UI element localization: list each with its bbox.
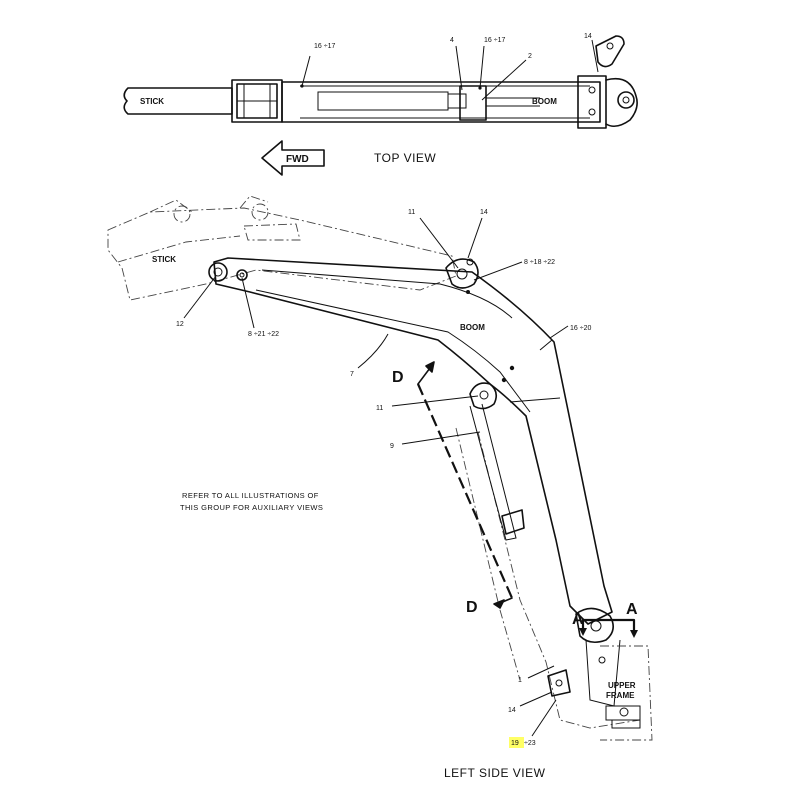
callout-16-20: 16 ÷20 <box>570 325 591 332</box>
top-boom-body <box>281 81 601 123</box>
boom-foot-pin <box>575 607 614 644</box>
fwd-label: FWD <box>286 154 309 165</box>
side-boom-label: BOOM <box>460 323 485 332</box>
section-d-cut-line <box>416 383 514 599</box>
top-cylinder-clamp <box>459 85 487 121</box>
top-stick-label: STICK <box>140 97 164 106</box>
boom-cylinder-mount <box>469 382 498 410</box>
note-line-1: REFER TO ALL ILLUSTRATIONS OF <box>182 491 319 500</box>
callout-16-17-a: 16 ÷17 <box>314 43 335 50</box>
callout-14-top: 14 <box>584 33 592 40</box>
lower-cylinder-pin <box>547 669 571 697</box>
callout-7: 7 <box>350 371 354 378</box>
callout-19-highlight <box>509 737 524 748</box>
callout-23: ÷23 <box>524 740 536 747</box>
top-cylinder <box>317 91 449 111</box>
callout-14-a: 14 <box>480 209 488 216</box>
callout-4: 4 <box>450 37 454 44</box>
callout-11-b: 11 <box>376 405 383 412</box>
callout-14-b: 14 <box>508 707 516 714</box>
callout-1: 1 <box>518 677 522 684</box>
section-a-left-label: A <box>572 611 584 628</box>
callout-11-a: 11 <box>408 209 415 216</box>
callout-16-17-b: 16 ÷17 <box>484 37 505 44</box>
top-boom-foot <box>577 75 607 129</box>
top-boom-pin-boss <box>605 77 638 128</box>
callout-8-18-22: 8 ÷18 ÷22 <box>524 259 555 266</box>
section-d-top-arrow <box>417 367 431 385</box>
callout-9: 9 <box>390 443 394 450</box>
boom-body <box>213 257 613 625</box>
top-pin-detail <box>595 35 625 68</box>
top-boom-label: BOOM <box>532 97 557 106</box>
callout-8-21-22: 8 ÷21 ÷22 <box>248 331 279 338</box>
callout-2: 2 <box>528 53 532 60</box>
callout-12: 12 <box>176 321 184 328</box>
section-a-cut-line <box>581 618 636 636</box>
top-view-title: TOP VIEW <box>374 151 436 165</box>
side-stick-label: STICK <box>152 255 176 264</box>
note-line-2: THIS GROUP FOR AUXILIARY VIEWS <box>180 503 323 512</box>
side-view-title: LEFT SIDE VIEW <box>444 766 546 780</box>
top-stick-body <box>123 87 233 115</box>
boom-nose-pin <box>208 262 228 282</box>
top-view: STICK BOOM 16 ÷17 4 16 ÷17 2 14 FWD TOP … <box>123 33 638 176</box>
upper-cylinder-mount <box>445 258 479 289</box>
upper-frame-label-2: FRAME <box>606 691 635 700</box>
section-d-bottom-label: D <box>466 599 478 616</box>
phantom-stick <box>107 207 457 301</box>
section-a-right-label: A <box>626 601 638 618</box>
section-d-top-label: D <box>392 369 404 386</box>
fwd-arrow-icon <box>261 140 325 176</box>
left-side-view: STICK <box>107 195 653 780</box>
upper-frame-label-1: UPPER <box>608 681 636 690</box>
callout-19: 19 <box>511 740 519 747</box>
